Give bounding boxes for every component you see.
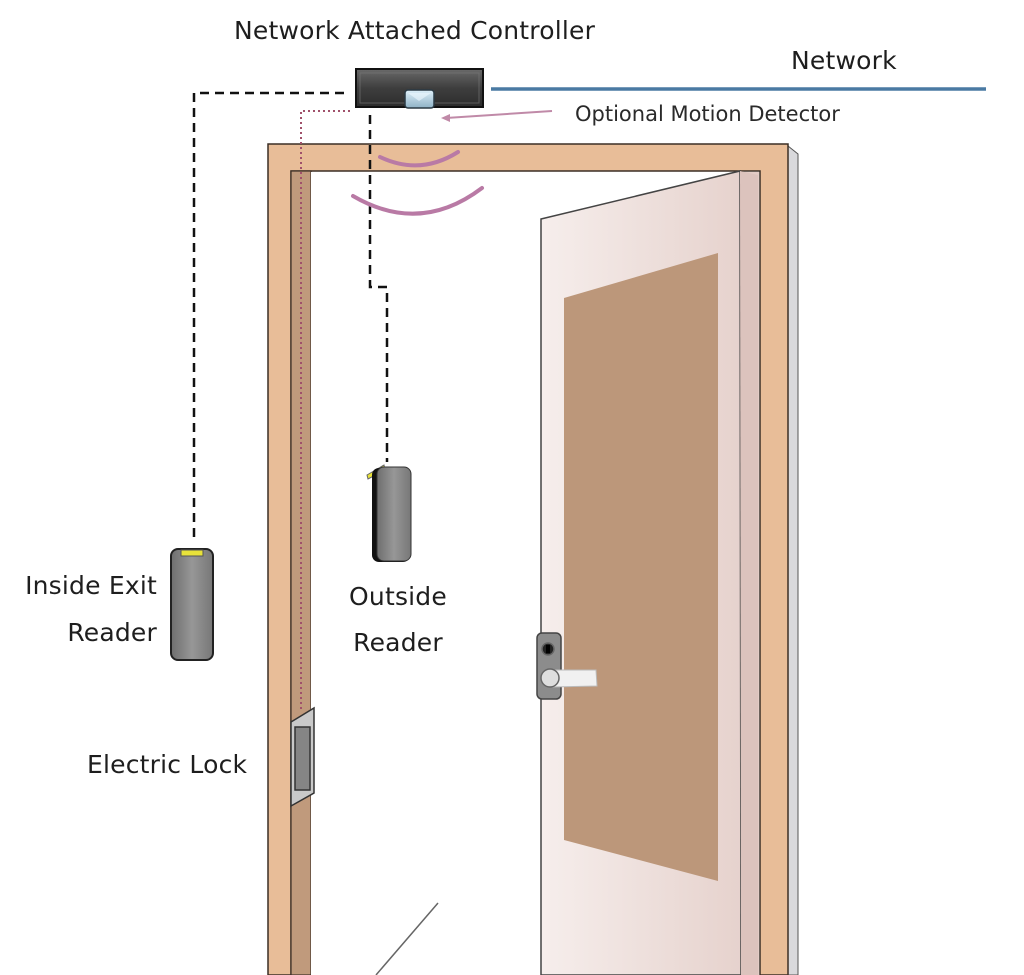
- door-frame: [267, 143, 789, 975]
- inside-reader-led: [180, 549, 204, 557]
- outside-reader-wire: [368, 115, 389, 462]
- door-handle: [536, 632, 598, 700]
- inside-reader-label-line2: Reader: [67, 618, 157, 647]
- inside-reader-wire: [192, 91, 344, 540]
- door-panel: [564, 253, 718, 881]
- floor-line: [375, 902, 439, 975]
- network-label: Network: [791, 46, 897, 75]
- motion-wave-inner: [378, 150, 460, 168]
- lock-wire: [300, 110, 350, 710]
- motion-detector-label: Optional Motion Detector: [575, 102, 840, 126]
- network-controller: [355, 68, 484, 109]
- door-edge: [740, 171, 758, 975]
- inside-reader-label-line1: Inside Exit: [25, 571, 157, 600]
- controller-label: Network Attached Controller: [234, 16, 596, 45]
- electric-lock: [290, 706, 315, 808]
- motion-wave-outer: [351, 186, 484, 216]
- outside-reader-label-line1: Outside: [349, 582, 447, 611]
- electric-lock-label: Electric Lock: [87, 750, 248, 779]
- motion-pointer-arrowhead: [441, 114, 450, 122]
- motion-pointer-line: [445, 110, 553, 119]
- outside-reader-label-line2: Reader: [353, 628, 443, 657]
- inside-exit-reader: [170, 548, 214, 661]
- door-frame-edge: [787, 144, 799, 975]
- outside-reader: [366, 464, 412, 562]
